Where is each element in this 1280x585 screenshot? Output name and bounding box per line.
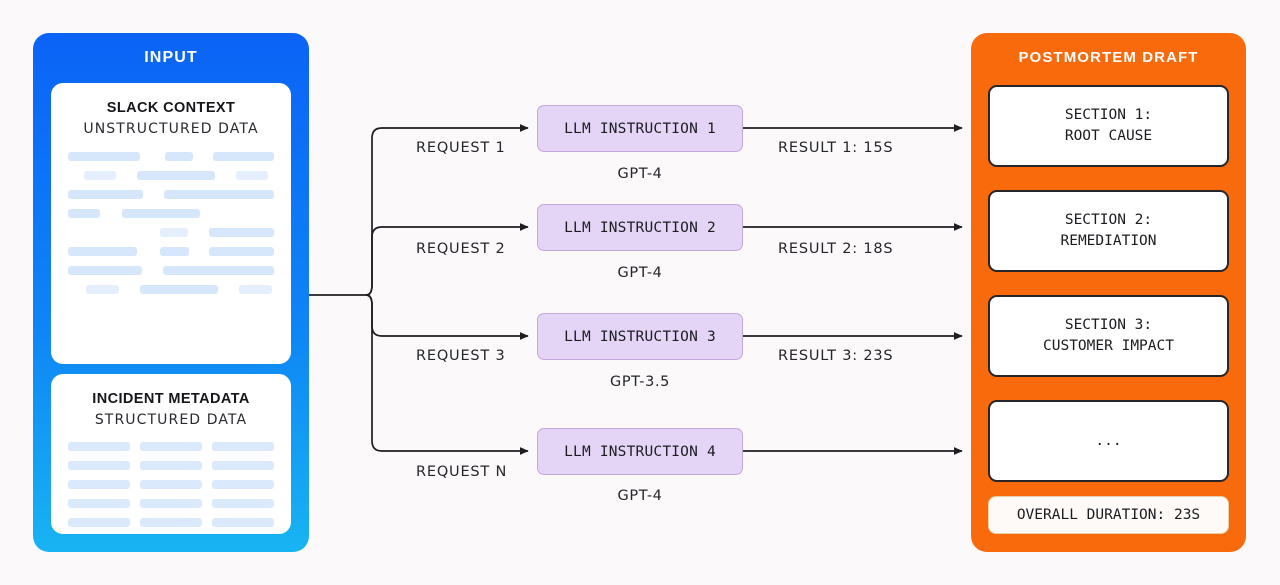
model-label-4: GPT-4	[617, 488, 663, 504]
section-box-1[interactable]: SECTION 1: ROOT CAUSE	[988, 85, 1229, 167]
incident-metadata-placeholder-grid	[51, 442, 291, 527]
section-3-line2: CUSTOMER IMPACT	[1043, 338, 1174, 354]
request-label-2: REQUEST 2	[416, 241, 506, 257]
request-label-4: REQUEST N	[416, 464, 508, 480]
result-label-2: RESULT 2: 18S	[778, 241, 894, 257]
request-label-1: REQUEST 1	[416, 140, 506, 156]
section-1-line1: SECTION 1:	[1064, 107, 1153, 124]
section-3-line1: SECTION 3:	[1064, 317, 1153, 334]
llm-instruction-box-1[interactable]: LLM INSTRUCTION 1	[537, 105, 743, 152]
result-label-3: RESULT 3: 23S	[778, 348, 894, 364]
model-label-2: GPT-4	[617, 265, 663, 281]
incident-metadata-title: INCIDENT METADATA	[92, 391, 250, 407]
incident-metadata-card: INCIDENT METADATA STRUCTURED DATA	[51, 374, 291, 534]
incident-metadata-subtitle: STRUCTURED DATA	[94, 412, 248, 428]
input-panel-title: INPUT	[144, 49, 198, 66]
slack-context-placeholder-lines	[51, 152, 291, 294]
postmortem-draft-panel: POSTMORTEM DRAFT SECTION 1: ROOT CAUSE S…	[971, 33, 1246, 552]
model-label-3: GPT-3.5	[610, 374, 670, 390]
slack-context-card: SLACK CONTEXT UNSTRUCTURED DATA	[51, 83, 291, 364]
section-2-line1: SECTION 2:	[1064, 212, 1153, 229]
model-label-1: GPT-4	[617, 166, 663, 182]
section-2-line2: REMEDIATION	[1060, 233, 1157, 249]
section-box-ellipsis[interactable]: ...	[988, 400, 1229, 482]
llm-instruction-box-4[interactable]: LLM INSTRUCTION 4	[537, 428, 743, 475]
section-box-3[interactable]: SECTION 3: CUSTOMER IMPACT	[988, 295, 1229, 377]
slack-context-title: SLACK CONTEXT	[106, 100, 236, 116]
llm-instruction-box-2[interactable]: LLM INSTRUCTION 2	[537, 204, 743, 251]
request-label-3: REQUEST 3	[416, 348, 506, 364]
result-label-1: RESULT 1: 15S	[778, 140, 894, 156]
section-4-line1: ...	[1095, 432, 1122, 449]
section-1-line2: ROOT CAUSE	[1064, 128, 1153, 144]
input-panel: INPUT SLACK CONTEXT UNSTRUCTURED DATA IN…	[33, 33, 309, 552]
postmortem-draft-title: POSTMORTEM DRAFT	[1018, 49, 1199, 66]
section-box-2[interactable]: SECTION 2: REMEDIATION	[988, 190, 1229, 272]
overall-duration-badge: OVERALL DURATION: 23S	[988, 496, 1229, 534]
llm-instruction-box-3[interactable]: LLM INSTRUCTION 3	[537, 313, 743, 360]
slack-context-subtitle: UNSTRUCTURED DATA	[83, 121, 259, 137]
